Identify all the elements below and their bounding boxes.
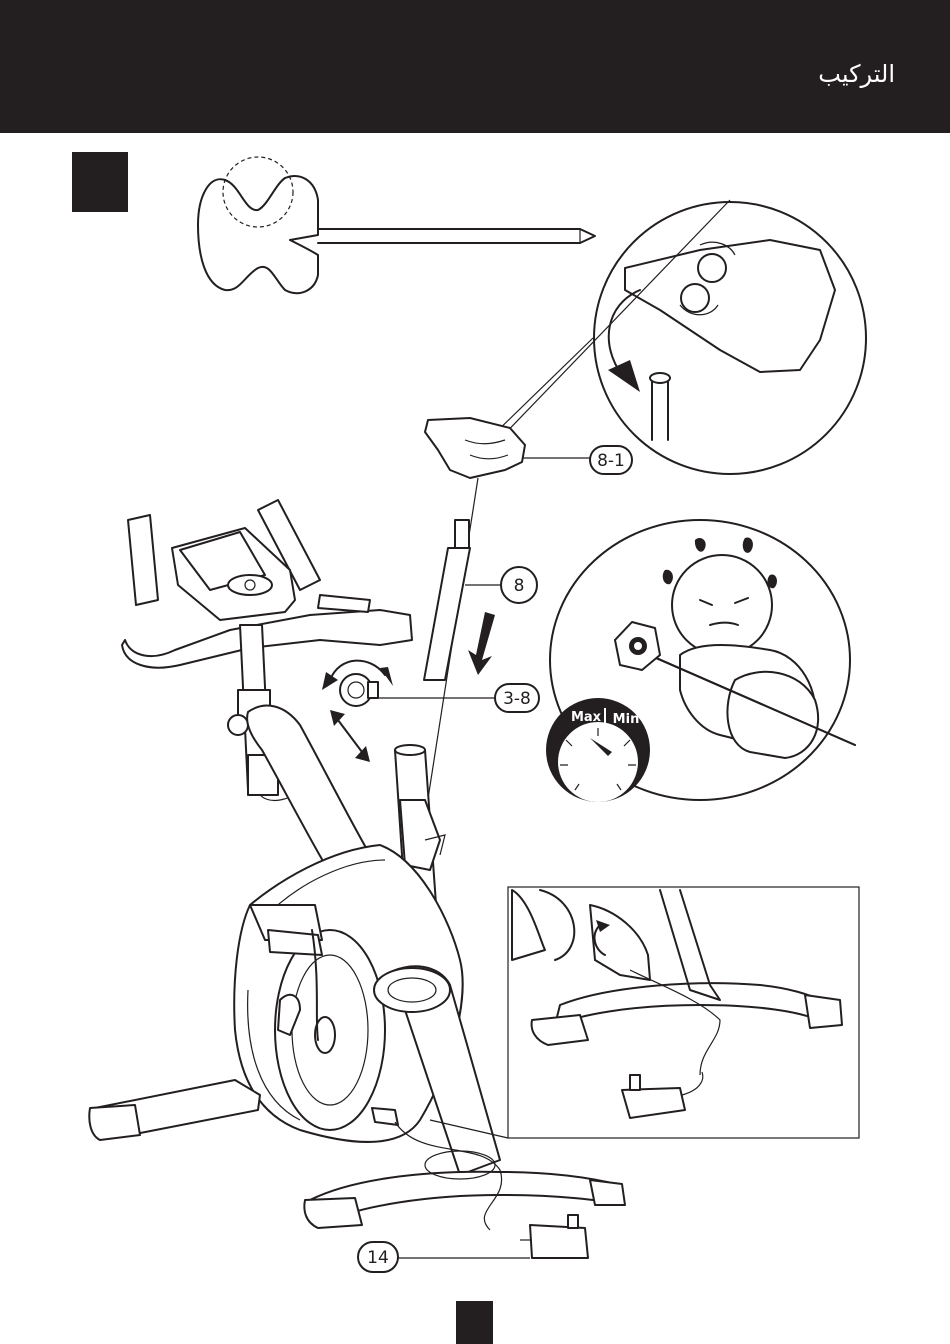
seat: 8-1 (425, 418, 632, 478)
callout-8-1: 8-1 (597, 451, 625, 471)
callout-14: 14 (367, 1248, 389, 1268)
wrench-screwdriver-icon (198, 157, 595, 293)
zoom-circle-icon (470, 200, 866, 474)
callout-8: 8 (514, 576, 525, 596)
gauge-max-label: Max (571, 710, 602, 725)
power-adapter-icon (430, 887, 859, 1138)
callout-3-8: 3-8 (503, 689, 531, 709)
torque-gauge-icon: Max Min (546, 698, 650, 802)
seat-post: 8 (420, 478, 537, 850)
gauge-min-label: Min (613, 712, 640, 727)
